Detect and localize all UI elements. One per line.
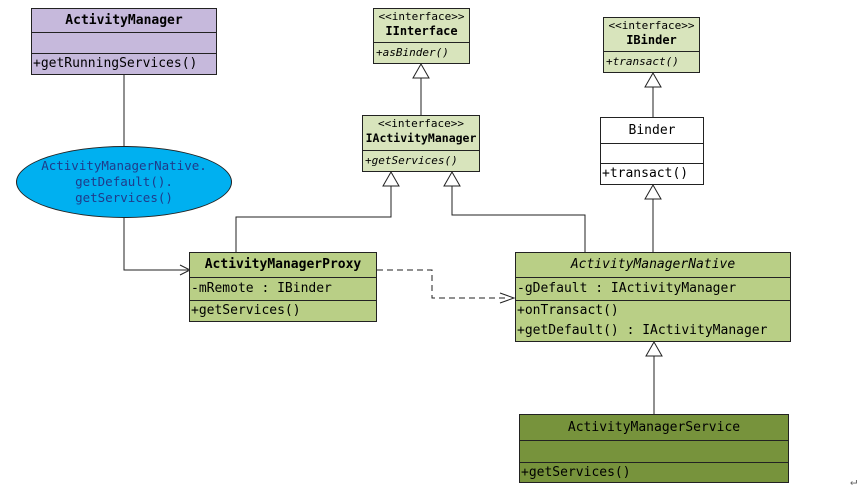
iinterface-class: <<interface>> IInterface +asBinder() bbox=[373, 8, 470, 64]
iinterface-stereotype: <<interface>> bbox=[378, 10, 465, 23]
iam-triangle-left bbox=[382, 170, 400, 187]
activity-manager-attributes bbox=[32, 32, 216, 53]
activity-manager-service-class: ActivityManagerService +getServices() bbox=[519, 414, 789, 483]
binder-triangle bbox=[644, 183, 662, 200]
iinterface-header: <<interface>> IInterface bbox=[374, 9, 469, 42]
ellipse-line-2: getDefault(). bbox=[75, 174, 173, 189]
native-name: ActivityManagerNative bbox=[570, 257, 736, 272]
proxy-to-native-arrowhead bbox=[499, 292, 516, 304]
ibinder-triangle bbox=[644, 71, 662, 88]
activity-manager-proxy-class: ActivityManagerProxy -mRemote : IBinder … bbox=[189, 252, 377, 322]
binder-method: +transact() bbox=[601, 163, 703, 184]
proxy-to-iam-line bbox=[235, 186, 392, 252]
native-methods: +onTransact() +getDefault() : IActivityM… bbox=[516, 300, 790, 341]
proxy-to-native-dashed-line bbox=[377, 269, 508, 299]
ibinder-class: <<interface>> IBinder +transact() bbox=[603, 17, 700, 73]
proxy-attribute: -mRemote : IBinder bbox=[190, 277, 376, 300]
iactivity-manager-name: IActivityManager bbox=[365, 131, 477, 145]
ibinder-method: +transact() bbox=[604, 51, 699, 72]
iinterface-triangle bbox=[412, 62, 430, 79]
native-attribute: -gDefault : IActivityManager bbox=[516, 277, 790, 300]
activity-manager-class: ActivityManager +getRunningServices() bbox=[31, 8, 217, 75]
native-to-iam-line bbox=[451, 186, 586, 252]
activity-manager-native-class: ActivityManagerNative -gDefault : IActiv… bbox=[515, 252, 791, 342]
native-triangle bbox=[645, 340, 663, 357]
ibinder-header: <<interface>> IBinder bbox=[604, 18, 699, 51]
iinterface-method: +asBinder() bbox=[374, 42, 469, 63]
iactivity-manager-stereotype: <<interface>> bbox=[377, 117, 465, 130]
service-attributes bbox=[520, 440, 788, 462]
iinterface-name: IInterface bbox=[385, 24, 458, 38]
ellipse-line-3: getServices() bbox=[75, 190, 173, 205]
native-method-getdefault: +getDefault() : IActivityManager bbox=[517, 323, 768, 338]
activity-manager-name: ActivityManager bbox=[65, 13, 183, 28]
activity-manager-method: +getRunningServices() bbox=[32, 53, 216, 74]
binder-attributes bbox=[601, 143, 703, 163]
ellipse-to-proxy-line bbox=[123, 218, 188, 271]
service-method: +getServices() bbox=[520, 462, 788, 482]
iactivity-manager-method: +getServices() bbox=[363, 150, 479, 171]
proxy-name: ActivityManagerProxy bbox=[204, 257, 362, 272]
ibinder-name: IBinder bbox=[626, 33, 677, 47]
iam-triangle-right bbox=[443, 170, 461, 187]
binder-name: Binder bbox=[628, 123, 676, 138]
iactivity-manager-class: <<interface>> IActivityManager +getServi… bbox=[362, 115, 480, 172]
iactivity-manager-header: <<interface>> IActivityManager bbox=[363, 116, 479, 150]
binder-class: Binder +transact() bbox=[600, 117, 704, 185]
ellipse-line-1: ActivityManagerNative. bbox=[41, 158, 207, 173]
native-method-ontransact: +onTransact() bbox=[517, 303, 619, 318]
ibinder-stereotype: <<interface>> bbox=[608, 19, 695, 32]
call-ellipse: ActivityManagerNative. getDefault(). get… bbox=[16, 146, 232, 218]
proxy-method: +getServices() bbox=[190, 300, 376, 321]
service-name: ActivityManagerService bbox=[567, 420, 741, 435]
paragraph-mark: ↵ bbox=[850, 474, 858, 488]
